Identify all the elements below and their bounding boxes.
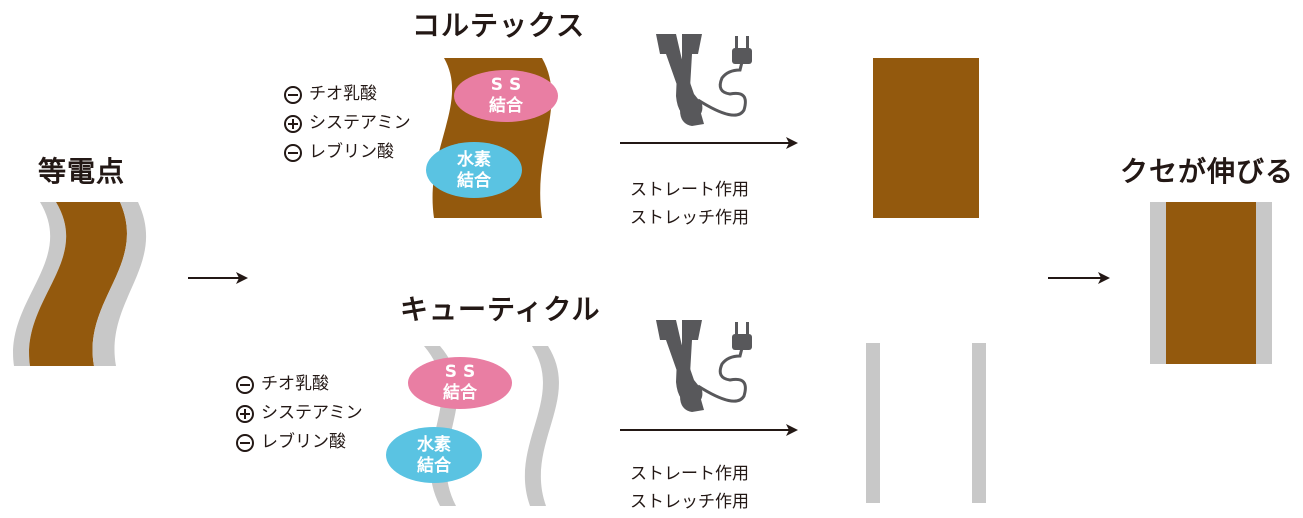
cuticle-hydrogen-bond: 水素 結合 (386, 427, 482, 483)
ss-bond-label-2: 結合 (489, 95, 524, 116)
cortex-effect-labels: ストレート作用 ストレッチ作用 (630, 176, 749, 232)
ss-bond-label-1: S S (445, 362, 475, 382)
chemical-name: レブリン酸 (261, 432, 346, 452)
cuticle-title: キューティクル (400, 293, 601, 326)
cortex-chemical-list: チオ乳酸 システアミン レブリン酸 (284, 80, 411, 167)
hydrogen-bond-label-1: 水素 (417, 434, 451, 455)
result-straight-hair (1150, 202, 1272, 364)
straight-effect-label: ストレート作用 (630, 180, 749, 200)
chemical-item: システアミン (284, 109, 411, 138)
cuticle-chemical-list: チオ乳酸 システアミン レブリン酸 (236, 370, 363, 457)
cortex-ss-bond: S S 結合 (454, 70, 558, 122)
plus-icon (236, 404, 254, 423)
hair-iron-icon (654, 318, 754, 414)
straightened-cortex (873, 58, 979, 218)
hydrogen-bond-label-1: 水素 (457, 149, 491, 170)
chemical-name: チオ乳酸 (309, 84, 377, 104)
stretch-effect-label: ストレッチ作用 (630, 208, 749, 228)
cortex-hydrogen-bond: 水素 結合 (426, 142, 522, 198)
straightened-cuticle-right (972, 343, 986, 503)
ss-bond-label-2: 結合 (443, 382, 478, 403)
chemical-name: レブリン酸 (309, 142, 394, 162)
minus-icon (236, 375, 254, 394)
minus-icon (236, 433, 254, 452)
isoelectric-cuticle-left (13, 202, 67, 366)
straightened-cuticle-left (866, 343, 880, 503)
plus-icon (284, 114, 302, 133)
minus-icon (284, 85, 302, 104)
chemical-name: システアミン (261, 403, 363, 423)
chemical-item: システアミン (236, 399, 363, 428)
cortex-title: コルテックス (412, 9, 586, 42)
hair-iron-icon (654, 32, 754, 128)
chemical-item: チオ乳酸 (284, 80, 411, 109)
chemical-name: システアミン (309, 113, 411, 133)
chemical-item: チオ乳酸 (236, 370, 363, 399)
isoelectric-title: 等電点 (38, 155, 126, 188)
chemical-item: レブリン酸 (236, 428, 363, 457)
cuticle-effect-labels: ストレート作用 ストレッチ作用 (630, 460, 749, 516)
straight-effect-label: ストレート作用 (630, 464, 749, 484)
hydrogen-bond-label-2: 結合 (457, 170, 492, 191)
chemical-name: チオ乳酸 (261, 374, 329, 394)
minus-icon (284, 143, 302, 162)
hydrogen-bond-label-2: 結合 (417, 455, 452, 476)
isoelectric-hair (13, 202, 147, 366)
isoelectric-cuticle-right (92, 202, 147, 366)
stretch-effect-label: ストレッチ作用 (630, 492, 749, 512)
cuticle-ss-bond: S S 結合 (408, 357, 512, 409)
isoelectric-cortex (29, 202, 127, 366)
ss-bond-label-1: S S (491, 75, 521, 95)
chemical-item: レブリン酸 (284, 138, 411, 167)
result-title: クセが伸びる (1120, 155, 1295, 188)
